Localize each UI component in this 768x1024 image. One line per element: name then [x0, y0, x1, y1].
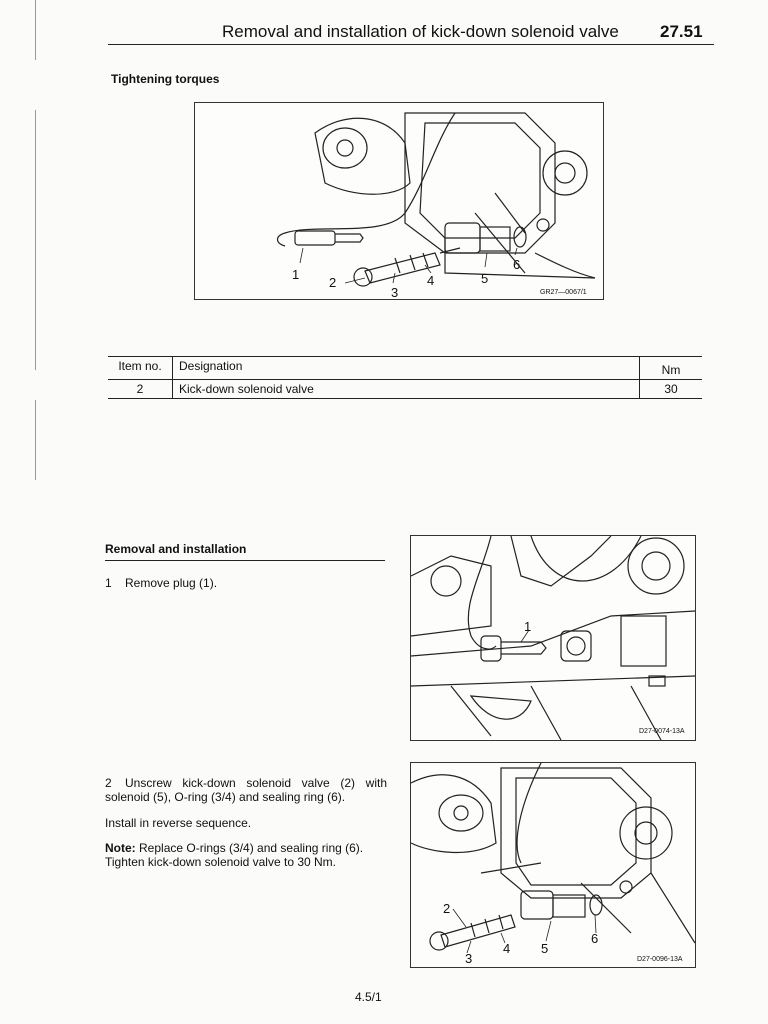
- table-row: 2 Kick-down solenoid valve 30: [108, 379, 702, 399]
- margin-mark: [35, 0, 36, 60]
- torque-table: Item no. Designation Nm 2 Kick-down sole…: [108, 356, 702, 399]
- remove-plug-figure: 1 D27-0074-13A: [410, 535, 696, 741]
- remove-plug-drawing: 1: [411, 536, 695, 740]
- install-text: Install in reverse sequence.: [105, 816, 252, 830]
- table-header-item: Item no.: [108, 356, 173, 380]
- step-number: 1: [105, 576, 112, 590]
- margin-mark: [35, 400, 36, 480]
- figure-callout: 5: [541, 941, 548, 956]
- table-header-unit: Nm: [639, 356, 702, 380]
- step-text: Unscrew kick-down solenoid valve (2) wit…: [105, 776, 387, 804]
- figure-callout: 1: [524, 619, 531, 634]
- margin-mark: [35, 110, 36, 370]
- figure-code: GR27—0067/1: [540, 289, 587, 296]
- table-cell-item: 2: [108, 379, 173, 399]
- step-number: 2: [105, 776, 112, 790]
- table-cell-designation: Kick-down solenoid valve: [172, 379, 640, 399]
- section-number: 27.51: [660, 22, 703, 41]
- unscrew-valve-drawing: 2 3 4 5 6: [411, 763, 695, 966]
- figure-code: D27-0074-13A: [639, 728, 685, 735]
- header-rule: [108, 44, 714, 45]
- figure-callout: 3: [391, 285, 398, 299]
- figure-callout: 5: [481, 271, 488, 286]
- figure-callout: 4: [503, 941, 510, 956]
- section-rule: [105, 560, 385, 561]
- table-cell-value: 30: [639, 379, 702, 399]
- torque-figure: 1 2 3 4 5 6 GR27—0067/1: [194, 102, 604, 300]
- removal-heading: Removal and installation: [105, 542, 247, 556]
- figure-code: D27-0096-13A: [637, 956, 683, 963]
- figure-callout: 3: [465, 951, 472, 966]
- note-label: Note:: [105, 841, 136, 855]
- figure-callout: 6: [513, 257, 520, 272]
- step-1: 1 Remove plug (1).: [105, 576, 385, 590]
- torque-heading: Tightening torques: [111, 72, 220, 86]
- figure-callout: 2: [443, 901, 450, 916]
- note-body: Replace O-rings (3/4) and sealing ring (…: [105, 841, 364, 869]
- table-header-row: Item no. Designation Nm: [108, 356, 702, 380]
- figure-callout: 1: [292, 267, 299, 282]
- step-text: Remove plug (1).: [125, 576, 218, 590]
- figure-callout: 2: [329, 275, 336, 290]
- figure-callout: 4: [427, 273, 434, 288]
- page-number: 4.5/1: [355, 990, 382, 1004]
- table-header-designation: Designation: [172, 356, 640, 380]
- torque-figure-drawing: 1 2 3 4 5 6: [276, 112, 596, 299]
- note-text: Note: Replace O-rings (3/4) and sealing …: [105, 841, 387, 869]
- page-title: Removal and installation of kick-down so…: [222, 22, 619, 41]
- figure-callout: 6: [591, 931, 598, 946]
- unscrew-valve-figure: 2 3 4 5 6 D27-0096-13A: [410, 762, 696, 968]
